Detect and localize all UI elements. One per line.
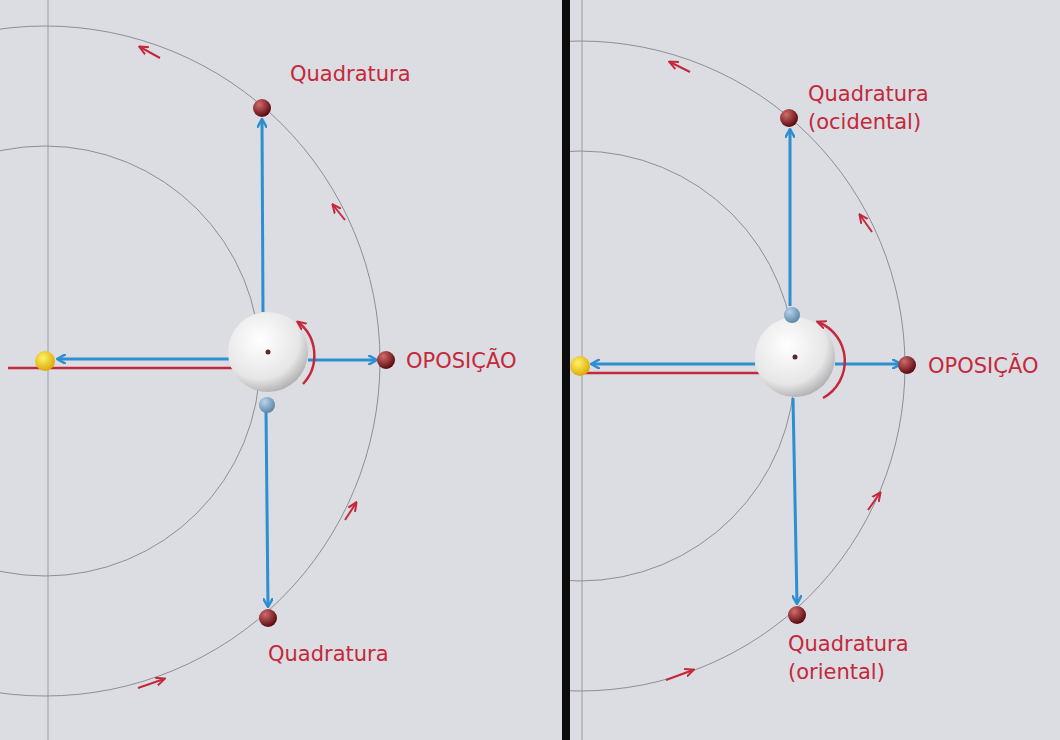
orbit-label: Quadratura (oriental): [788, 630, 909, 687]
orbit-label: OPOSIÇÃO: [928, 352, 1038, 380]
orbit-label: Quadratura (ocidental): [808, 80, 929, 137]
orbit-label: OPOSIÇÃO: [406, 347, 516, 375]
orbit-label: Quadratura: [268, 640, 389, 668]
orbit-label: Quadratura: [290, 60, 411, 88]
